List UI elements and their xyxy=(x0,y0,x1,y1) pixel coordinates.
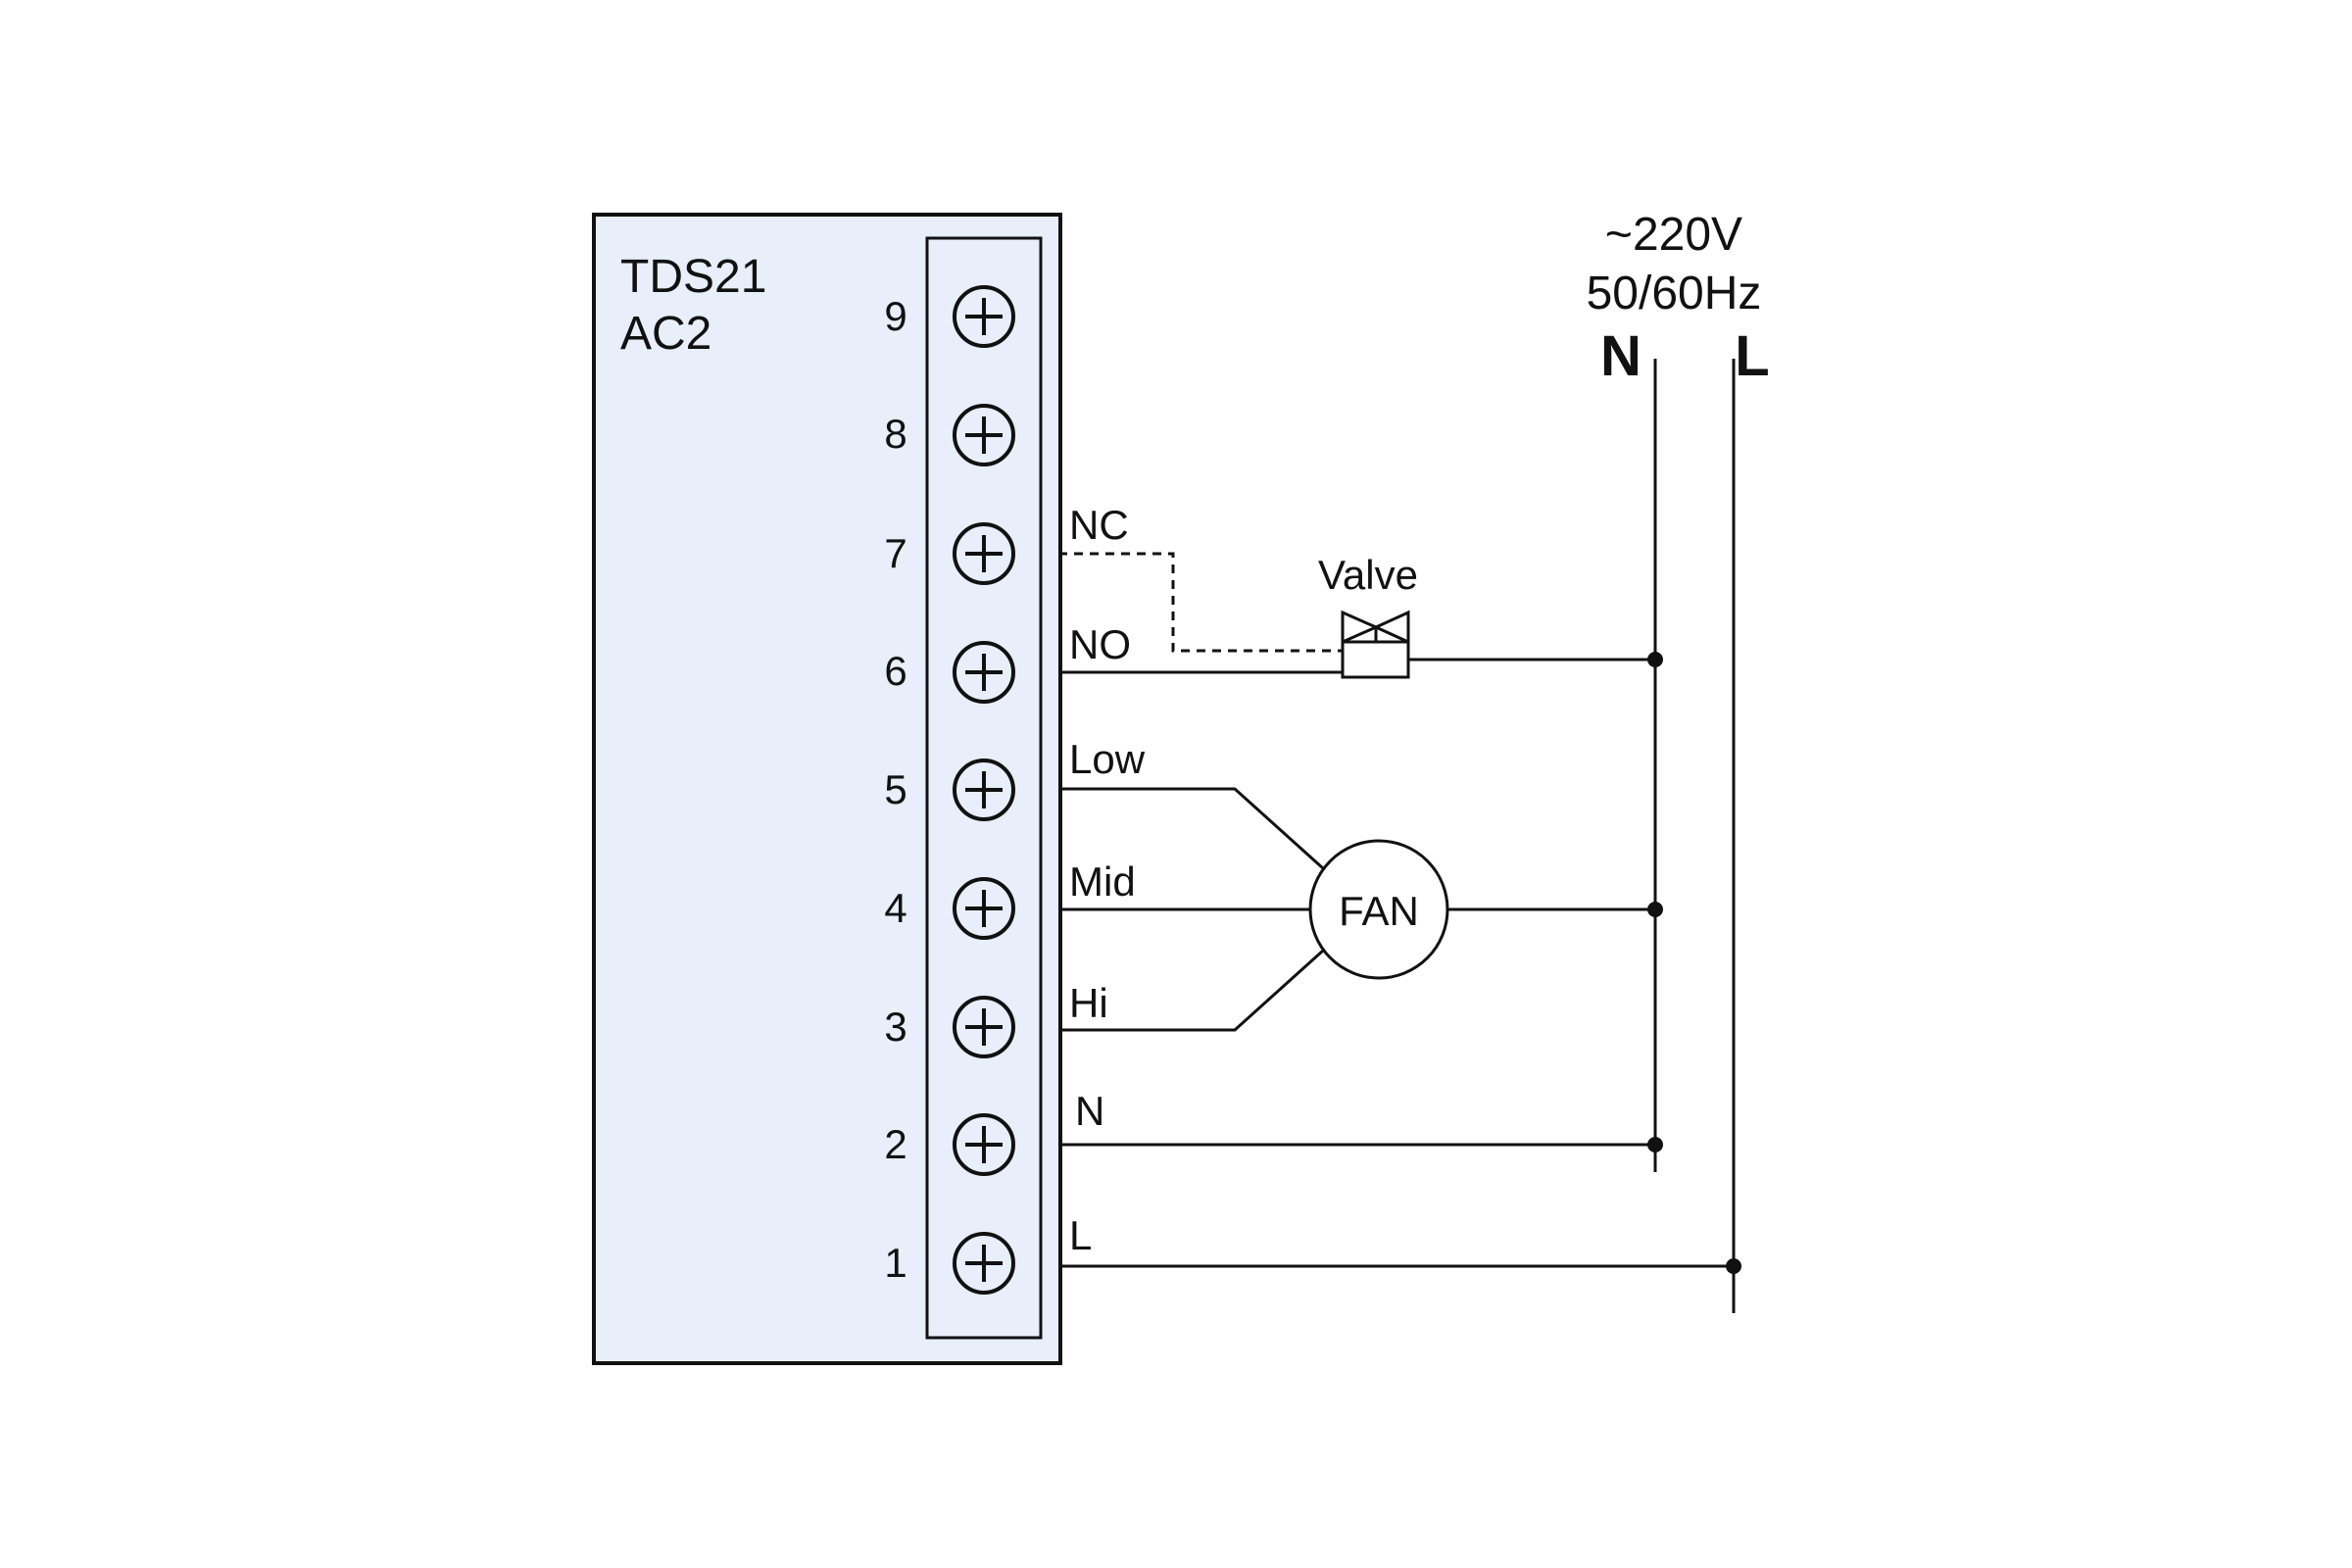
valve-icon xyxy=(1341,610,1410,679)
terminal-2-icon xyxy=(953,1113,1015,1176)
terminal-number-3: 3 xyxy=(884,1004,906,1050)
terminal-number-6: 6 xyxy=(884,648,906,694)
terminal-5-icon xyxy=(953,759,1015,821)
junction-dot-fan xyxy=(1647,902,1663,917)
terminal-number-2: 2 xyxy=(884,1121,906,1167)
terminal-number-9: 9 xyxy=(884,293,906,339)
supply-neutral-label: N xyxy=(1600,324,1642,388)
device-model: TDS21 xyxy=(620,251,766,303)
terminal-4-icon xyxy=(953,877,1015,940)
fan-label: FAN xyxy=(1339,888,1419,934)
low-wire xyxy=(1058,787,1325,870)
valve-label: Valve xyxy=(1318,552,1418,598)
terminal-number-5: 5 xyxy=(884,766,906,812)
terminal-8-icon xyxy=(953,404,1015,466)
wire-label-mid: Mid xyxy=(1069,858,1136,905)
terminal-3-icon xyxy=(953,996,1015,1058)
terminal-7-icon xyxy=(953,522,1015,585)
supply-frequency: 50/60Hz xyxy=(1587,268,1762,319)
terminal-number-8: 8 xyxy=(884,411,906,457)
hi-wire xyxy=(1058,949,1325,1032)
junction-dot-line xyxy=(1726,1258,1741,1274)
supply-line-label: L xyxy=(1735,324,1769,388)
wire-label-hi: Hi xyxy=(1069,980,1108,1026)
wire-label-no: NO xyxy=(1069,621,1131,667)
wire-label-l: L xyxy=(1069,1212,1092,1258)
junction-dot-valve xyxy=(1647,652,1663,667)
terminal-number-7: 7 xyxy=(884,530,906,576)
terminal-9-icon xyxy=(953,285,1015,348)
nc-wire xyxy=(1058,552,1343,653)
wire-label-low: Low xyxy=(1069,736,1146,782)
terminal-strip xyxy=(925,236,1043,1340)
junction-dot-neutral xyxy=(1647,1137,1663,1152)
device-variant: AC2 xyxy=(620,308,711,360)
terminal-number-1: 1 xyxy=(884,1240,906,1286)
terminal-6-icon xyxy=(953,641,1015,704)
supply-voltage: ~220V xyxy=(1605,209,1742,261)
wire-label-n: N xyxy=(1075,1088,1104,1134)
terminal-1-icon xyxy=(953,1232,1015,1295)
wire-label-nc: NC xyxy=(1069,502,1129,548)
terminal-number-4: 4 xyxy=(884,885,906,931)
